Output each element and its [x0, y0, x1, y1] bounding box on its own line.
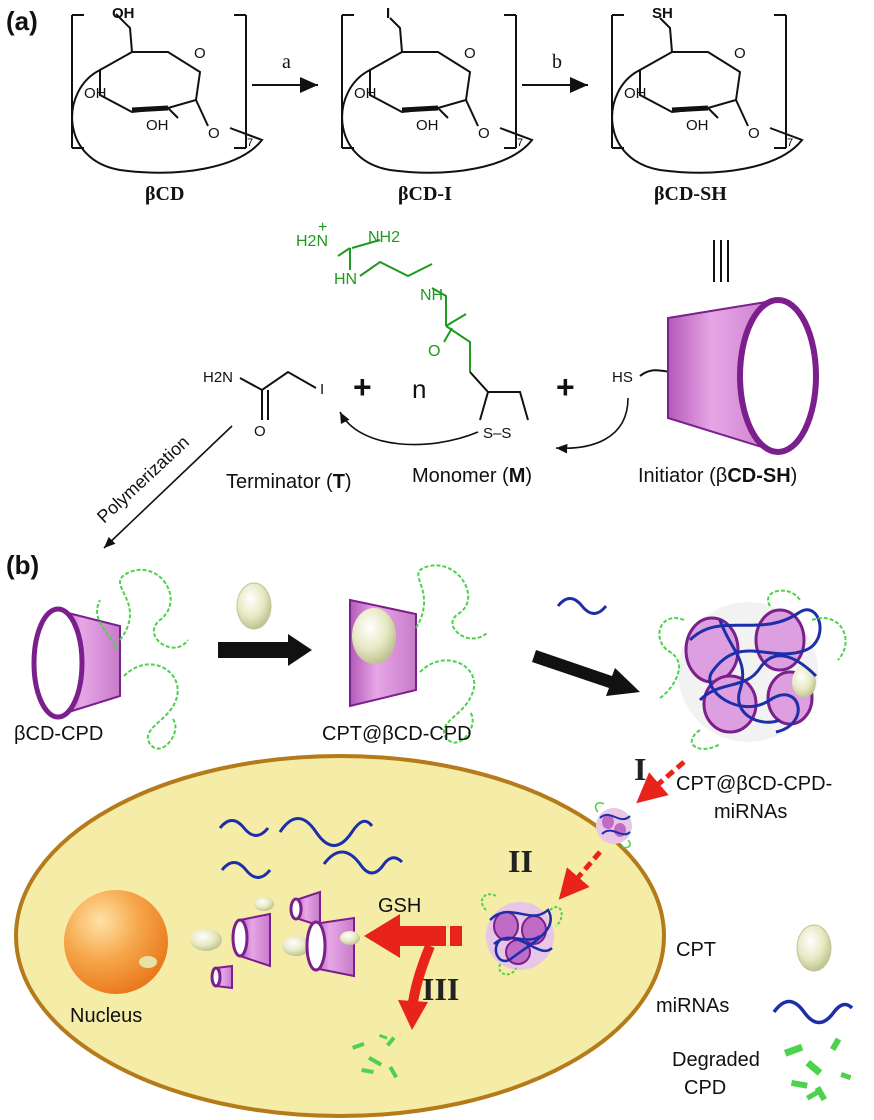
gsh-arrow-tail [450, 926, 462, 946]
thiol-label: SH [652, 5, 673, 22]
propagation-arrow [339, 411, 479, 446]
step-b-label: b [552, 51, 562, 73]
repeat-n-label: n [412, 374, 426, 404]
bcd-sh-label: βCD-SH [654, 183, 727, 205]
polymerization-label: Polymerization [93, 432, 193, 527]
plus-sign: + [556, 369, 575, 405]
disulfide-label: S–S [483, 425, 511, 442]
gsh-label: GSH [378, 895, 421, 917]
bcd-i-label: βCD-I [398, 183, 452, 205]
initiator-label: Initiator (βCD-SH) [638, 465, 797, 487]
terminator-label: Terminator (T) [226, 471, 352, 493]
cpt-bcd-cpd-illustration [349, 564, 489, 744]
complexation-arrow [532, 650, 640, 696]
internalized-complex [480, 893, 563, 976]
legend-degraded-label2: CPD [684, 1077, 726, 1099]
cpt-in-nucleus [139, 956, 157, 968]
positive-charge: + [318, 219, 327, 236]
legend-degraded-label: Degraded [672, 1049, 760, 1071]
legend-mirna-icon [772, 999, 854, 1025]
initiation-arrow [555, 397, 629, 454]
glycosidic-oxygen-label: O [748, 125, 760, 142]
bcd-sh-structure: SH O OH OH O 7 βCD-SH [611, 5, 804, 205]
cpt-bcd-cpd-label: CPT@βCD-CPD [322, 723, 472, 745]
iodine-label: I [320, 381, 324, 398]
guanidinium-nh2-label: NH2 [368, 229, 400, 246]
step-a-label: a [282, 51, 291, 73]
complex-label-line1: CPT@βCD-CPD- [676, 773, 832, 795]
equivalence-mark [713, 240, 729, 282]
legend: CPT miRNAs Degraded CPD [656, 924, 854, 1102]
panel-b-label: (b) [6, 550, 39, 580]
complex-label-line2: miRNAs [714, 801, 787, 823]
oh-label: OH [416, 117, 439, 134]
ring-oxygen-label: O [464, 45, 476, 62]
glycosidic-oxygen-label: O [208, 125, 220, 142]
legend-cpt-icon [796, 924, 832, 972]
amide-nh2-label: H2N [203, 369, 233, 386]
bcd-cpd-label: βCD-CPD [14, 723, 103, 745]
bcd-structure: OH O OH OH O 7 βCD [71, 5, 264, 205]
gsh-release-arrow [364, 914, 446, 958]
oh-label: OH [686, 117, 709, 134]
ring-oxygen-label: O [194, 45, 206, 62]
uptake-arrow-i [636, 760, 686, 804]
initiator-thiol-label: HS [612, 369, 633, 386]
nucleus-label: Nucleus [70, 1005, 142, 1027]
small-complex [594, 801, 632, 849]
amide-oxygen-label: O [428, 343, 440, 360]
monomer-label: Monomer (M) [412, 465, 532, 487]
oh-label: OH [354, 85, 377, 102]
step-i-label: I [634, 751, 646, 787]
oh-label: OH [112, 5, 135, 22]
glycosidic-oxygen-label: O [478, 125, 490, 142]
guanidinium-h2n-label: H2N [296, 233, 328, 250]
iodine-label: I [386, 5, 390, 22]
carbonyl-oxygen-label: O [254, 423, 266, 440]
bcd-i-structure: I O OH OH O 7 βCD-I [341, 5, 534, 205]
legend-degraded-icon [784, 1037, 852, 1102]
uptake-arrow-ii [558, 850, 602, 900]
degraded-cpd-fragments [352, 1034, 399, 1079]
step-ii-label: II [508, 843, 533, 879]
oh-label: OH [84, 85, 107, 102]
degradation-arrow-head [398, 1000, 428, 1030]
repeat-count: 7 [517, 137, 523, 149]
plus-sign: + [353, 369, 372, 405]
monomer-structure: H2N + NH2 HN NH O S–S [296, 219, 529, 442]
nanocomplex [658, 589, 847, 750]
mirna-strand [556, 597, 608, 615]
amide-nh-label: NH [420, 287, 443, 304]
cpt-molecule [236, 582, 272, 630]
released-contents [190, 890, 360, 990]
panel-a-label: (a) [6, 6, 38, 36]
guanidinium-hn-label: HN [334, 271, 357, 288]
ring-oxygen-label: O [734, 45, 746, 62]
step-iii-label: III [422, 971, 459, 1007]
released-mirnas [218, 817, 404, 879]
oh-label: OH [624, 85, 647, 102]
legend-mirnas-label: miRNAs [656, 995, 729, 1017]
initiator-cd-cone [667, 297, 819, 455]
bcd-label: βCD [145, 183, 184, 205]
repeat-count: 7 [247, 137, 253, 149]
repeat-count: 7 [787, 137, 793, 149]
terminator-structure: H2N O I [203, 369, 324, 440]
nucleus [64, 890, 168, 994]
bcd-cpd-illustration [31, 568, 189, 750]
legend-cpt-label: CPT [676, 939, 716, 961]
oh-label: OH [146, 117, 169, 134]
polymerization-arrow [103, 425, 233, 549]
loading-arrow [218, 634, 312, 666]
